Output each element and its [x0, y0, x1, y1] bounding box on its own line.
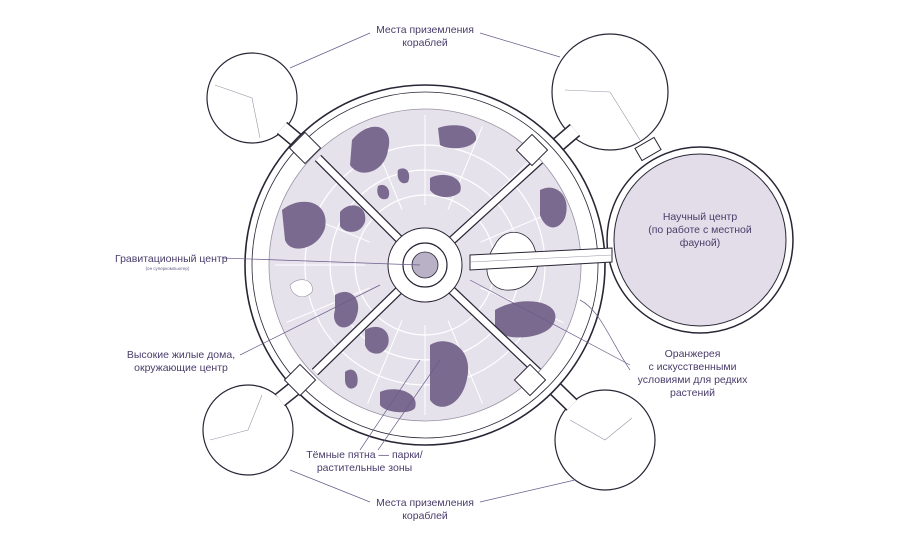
junction-1 — [288, 131, 322, 165]
park-zone-4 — [430, 174, 461, 198]
park-zone-14 — [377, 184, 390, 200]
label-landing-top: Места приземления кораблей — [370, 24, 480, 50]
label-gravity-text: Гравитационный центр — [115, 253, 228, 265]
label-greenhouse-line4: растений — [670, 387, 715, 399]
park-zone-1 — [350, 126, 390, 173]
leader-landing-top-left — [289, 32, 371, 69]
label-highrise-line2: окружающие центр — [134, 362, 228, 374]
science-connector — [634, 136, 662, 162]
science-corridor — [469, 247, 613, 271]
park-zone-13 — [397, 168, 410, 184]
junction-3 — [283, 363, 317, 397]
label-gravity-sub: (он суперкомпьютер) — [145, 266, 190, 271]
science-dome — [606, 136, 794, 334]
leader-landing-top-right — [479, 32, 561, 58]
park-zone-2 — [438, 125, 477, 149]
label-landing-bottom-line1: Места приземления — [376, 497, 474, 509]
landing-pad-mark-2 — [564, 89, 641, 141]
label-parks-line2: растительные зоны — [316, 462, 413, 474]
label-science-line2: (по работе с местной — [648, 224, 752, 236]
label-science-center: Научный центр (по работе с местной фауно… — [640, 211, 760, 250]
park-zone-7 — [495, 301, 556, 338]
science-corridor-center — [469, 254, 613, 263]
park-zone-12 — [345, 369, 358, 389]
label-greenhouse-line3: условиями для редких — [637, 374, 748, 386]
label-highrise: Высокие жилые дома, окружающие центр — [126, 349, 236, 375]
leader-lines — [221, 32, 631, 503]
label-science-line1: Научный центр — [662, 211, 738, 223]
leader-greenhouse-a — [469, 279, 631, 366]
label-greenhouse: Оранжерея с искусственными условиями для… — [630, 348, 755, 400]
label-landing-top-line2: кораблей — [402, 37, 448, 49]
landing-pad-mark-3 — [209, 394, 263, 441]
label-gravity-center: Гравитационный центр (он суперкомпьютер) — [115, 253, 228, 272]
label-landing-top-line1: Места приземления — [376, 24, 474, 36]
leader-gravity-center — [221, 257, 421, 266]
park-zone-6 — [540, 187, 567, 228]
label-landing-bottom-line2: кораблей — [402, 510, 448, 522]
label-parks: Тёмные пятна — парки/ растительные зоны — [302, 449, 427, 475]
small-pond — [289, 279, 313, 298]
label-science-line3: фауной) — [679, 237, 721, 249]
park-zone-8 — [334, 291, 359, 328]
label-greenhouse-line2: с искусственными — [648, 361, 737, 373]
park-zone-9 — [430, 341, 469, 407]
district-street — [367, 320, 403, 404]
leader-parks-a — [359, 359, 421, 451]
leader-landing-bottom-right — [479, 479, 576, 503]
science-dome-inner — [613, 153, 787, 327]
district-street — [286, 287, 370, 323]
leader-parks-b — [377, 359, 441, 451]
label-landing-bottom: Места приземления кораблей — [370, 497, 480, 523]
junction-2 — [515, 133, 549, 167]
label-greenhouse-line1: Оранжерея — [664, 348, 721, 360]
main-dome — [244, 84, 613, 446]
landing-pad-mark-1 — [214, 84, 261, 139]
landing-pads — [202, 33, 669, 491]
park-zone-10 — [365, 326, 389, 354]
label-parks-line1: Тёмные пятна — парки/ — [306, 449, 423, 461]
junction-4 — [513, 363, 547, 397]
label-highrise-line1: Высокие жилые дома, — [126, 349, 236, 361]
leader-greenhouse-b — [579, 299, 631, 371]
leader-landing-bottom-left — [289, 469, 371, 503]
park-zone-3 — [282, 201, 326, 249]
park-zone-5 — [340, 205, 366, 232]
leader-highrise — [239, 284, 381, 356]
landing-pad-mark-4 — [569, 417, 633, 441]
